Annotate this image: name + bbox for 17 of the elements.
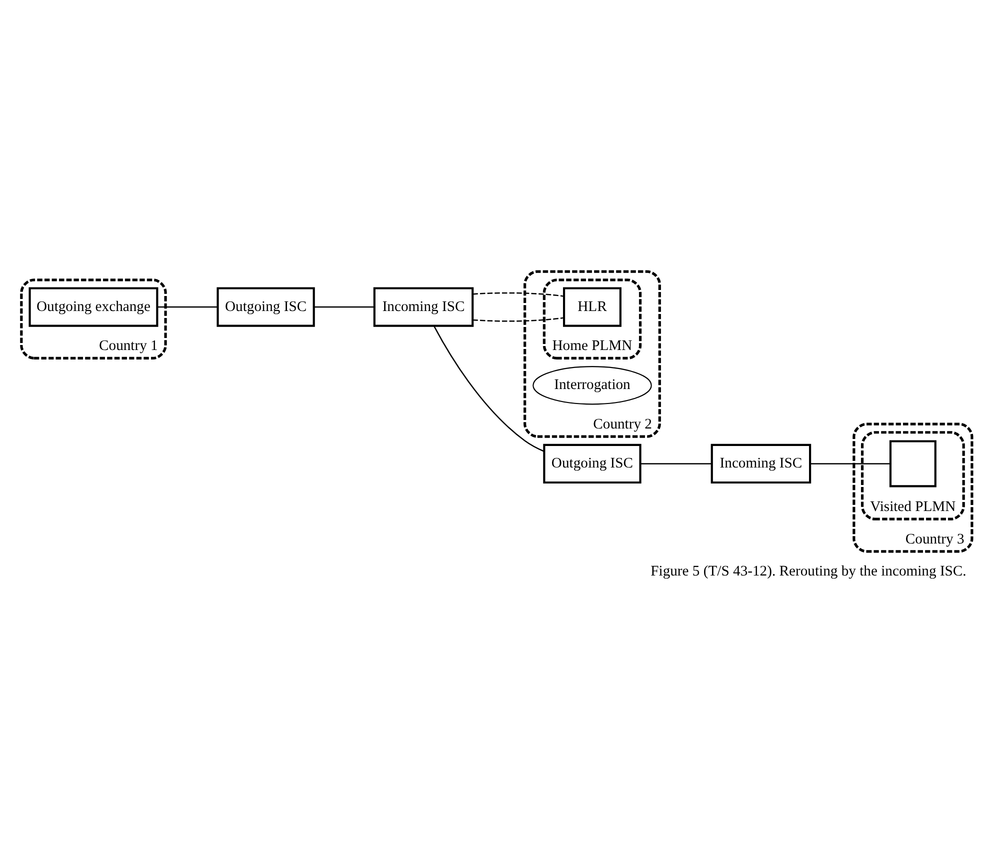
node-box: Incoming ISC xyxy=(373,286,474,326)
connector xyxy=(810,462,890,464)
node-box: HLR xyxy=(563,286,622,326)
connector xyxy=(472,292,564,296)
connector xyxy=(640,462,712,464)
node-box: Outgoing ISC xyxy=(543,443,642,484)
node-ellipse: Interrogation xyxy=(532,366,652,404)
node-box: Incoming ISC xyxy=(710,443,812,484)
connector xyxy=(434,326,544,452)
node-box: Outgoing exchange xyxy=(28,286,158,326)
node-box xyxy=(889,440,936,487)
caption: Figure 5 (T/S 43-12). Rerouting by the incoming ISC. xyxy=(650,563,966,580)
node-box: Outgoing ISC xyxy=(216,286,315,326)
connector xyxy=(314,306,374,308)
connector xyxy=(472,316,564,322)
cluster: Visited PLMN xyxy=(860,430,965,520)
connector xyxy=(157,306,218,308)
